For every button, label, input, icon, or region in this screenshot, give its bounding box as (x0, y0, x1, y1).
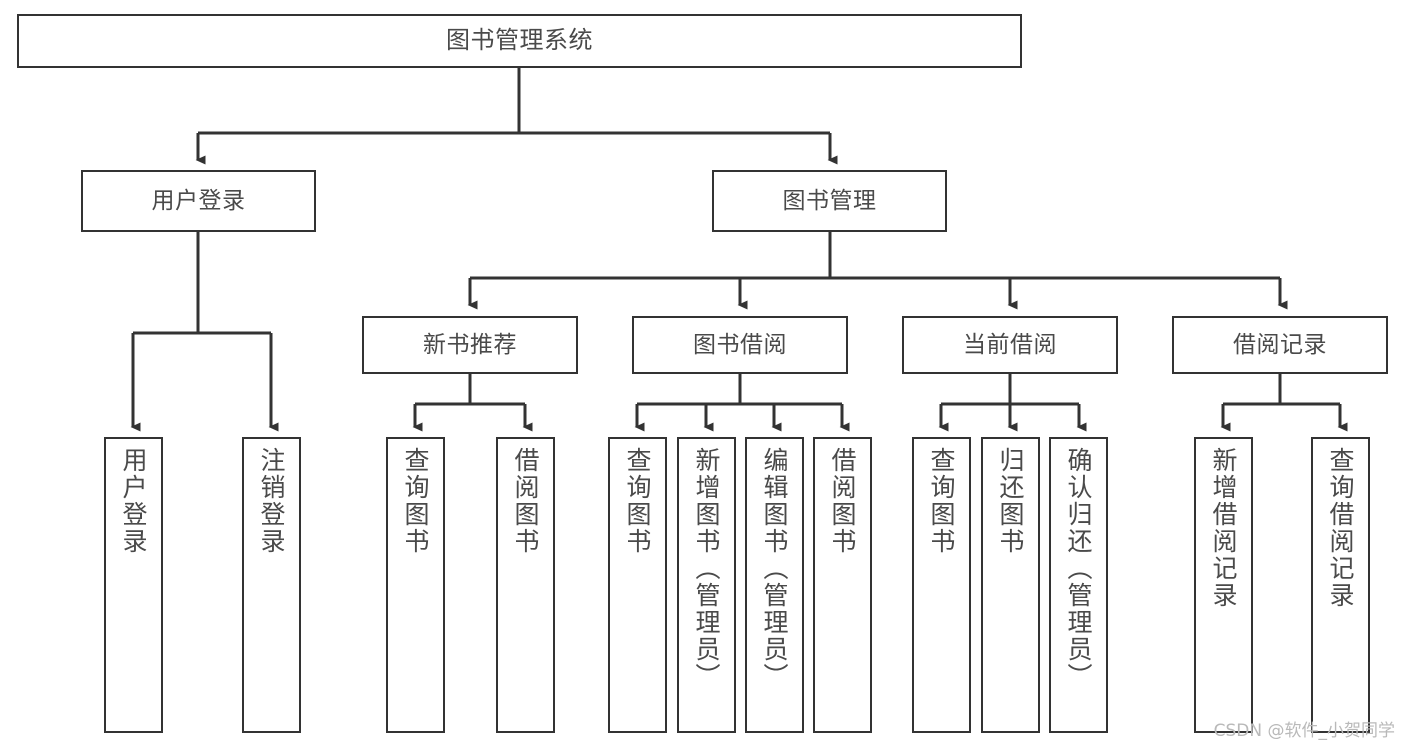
node-label: 查询图书 (927, 447, 956, 555)
node-label: 新增图书（管理员） (692, 447, 721, 690)
node-label: 借阅图书 (511, 447, 540, 555)
node-leaf-user-login[interactable]: 用户登录 (104, 437, 163, 733)
node-leaf-add-book-admin[interactable]: 新增图书（管理员） (677, 437, 736, 733)
node-label: 确认归还（管理员） (1064, 447, 1093, 690)
node-label: 编辑图书（管理员） (760, 447, 789, 690)
node-leaf-logout[interactable]: 注销登录 (242, 437, 301, 733)
node-leaf-search-book-current[interactable]: 查询图书 (912, 437, 971, 733)
node-book-management[interactable]: 图书管理 (712, 170, 947, 232)
node-label: 查询图书 (401, 447, 430, 555)
node-label: 图书管理 (782, 187, 877, 214)
node-label: 注销登录 (257, 447, 286, 555)
node-current-borrowing[interactable]: 当前借阅 (902, 316, 1118, 374)
node-book-borrowing[interactable]: 图书借阅 (632, 316, 848, 374)
node-leaf-borrow-book-new[interactable]: 借阅图书 (496, 437, 555, 733)
node-label: 图书借阅 (693, 331, 787, 358)
node-label: 用户登录 (151, 187, 246, 214)
node-label: 新增借阅记录 (1209, 447, 1238, 609)
node-borrow-records[interactable]: 借阅记录 (1172, 316, 1388, 374)
node-leaf-search-borrow-record[interactable]: 查询借阅记录 (1311, 437, 1370, 733)
node-leaf-search-book-borrow[interactable]: 查询图书 (608, 437, 667, 733)
node-leaf-return-book[interactable]: 归还图书 (981, 437, 1040, 733)
node-label: 查询图书 (623, 447, 652, 555)
node-leaf-edit-book-admin[interactable]: 编辑图书（管理员） (745, 437, 804, 733)
node-label: 新书推荐 (423, 331, 517, 358)
node-book-management-system[interactable]: 图书管理系统 (17, 14, 1022, 68)
node-label: 当前借阅 (963, 331, 1057, 358)
node-leaf-confirm-return-admin[interactable]: 确认归还（管理员） (1049, 437, 1108, 733)
node-label: 借阅记录 (1233, 331, 1327, 358)
node-user-login[interactable]: 用户登录 (81, 170, 316, 232)
node-leaf-borrow-book[interactable]: 借阅图书 (813, 437, 872, 733)
node-label: 归还图书 (996, 447, 1025, 555)
csdn-watermark: CSDN @软件_小贺同学 (1213, 721, 1395, 741)
node-new-book-recommendation[interactable]: 新书推荐 (362, 316, 578, 374)
node-leaf-search-book-new[interactable]: 查询图书 (386, 437, 445, 733)
node-label: 借阅图书 (828, 447, 857, 555)
node-label: 查询借阅记录 (1326, 447, 1355, 609)
node-label: 用户登录 (119, 447, 148, 555)
node-label: 图书管理系统 (446, 26, 593, 55)
node-leaf-add-borrow-record[interactable]: 新增借阅记录 (1194, 437, 1253, 733)
